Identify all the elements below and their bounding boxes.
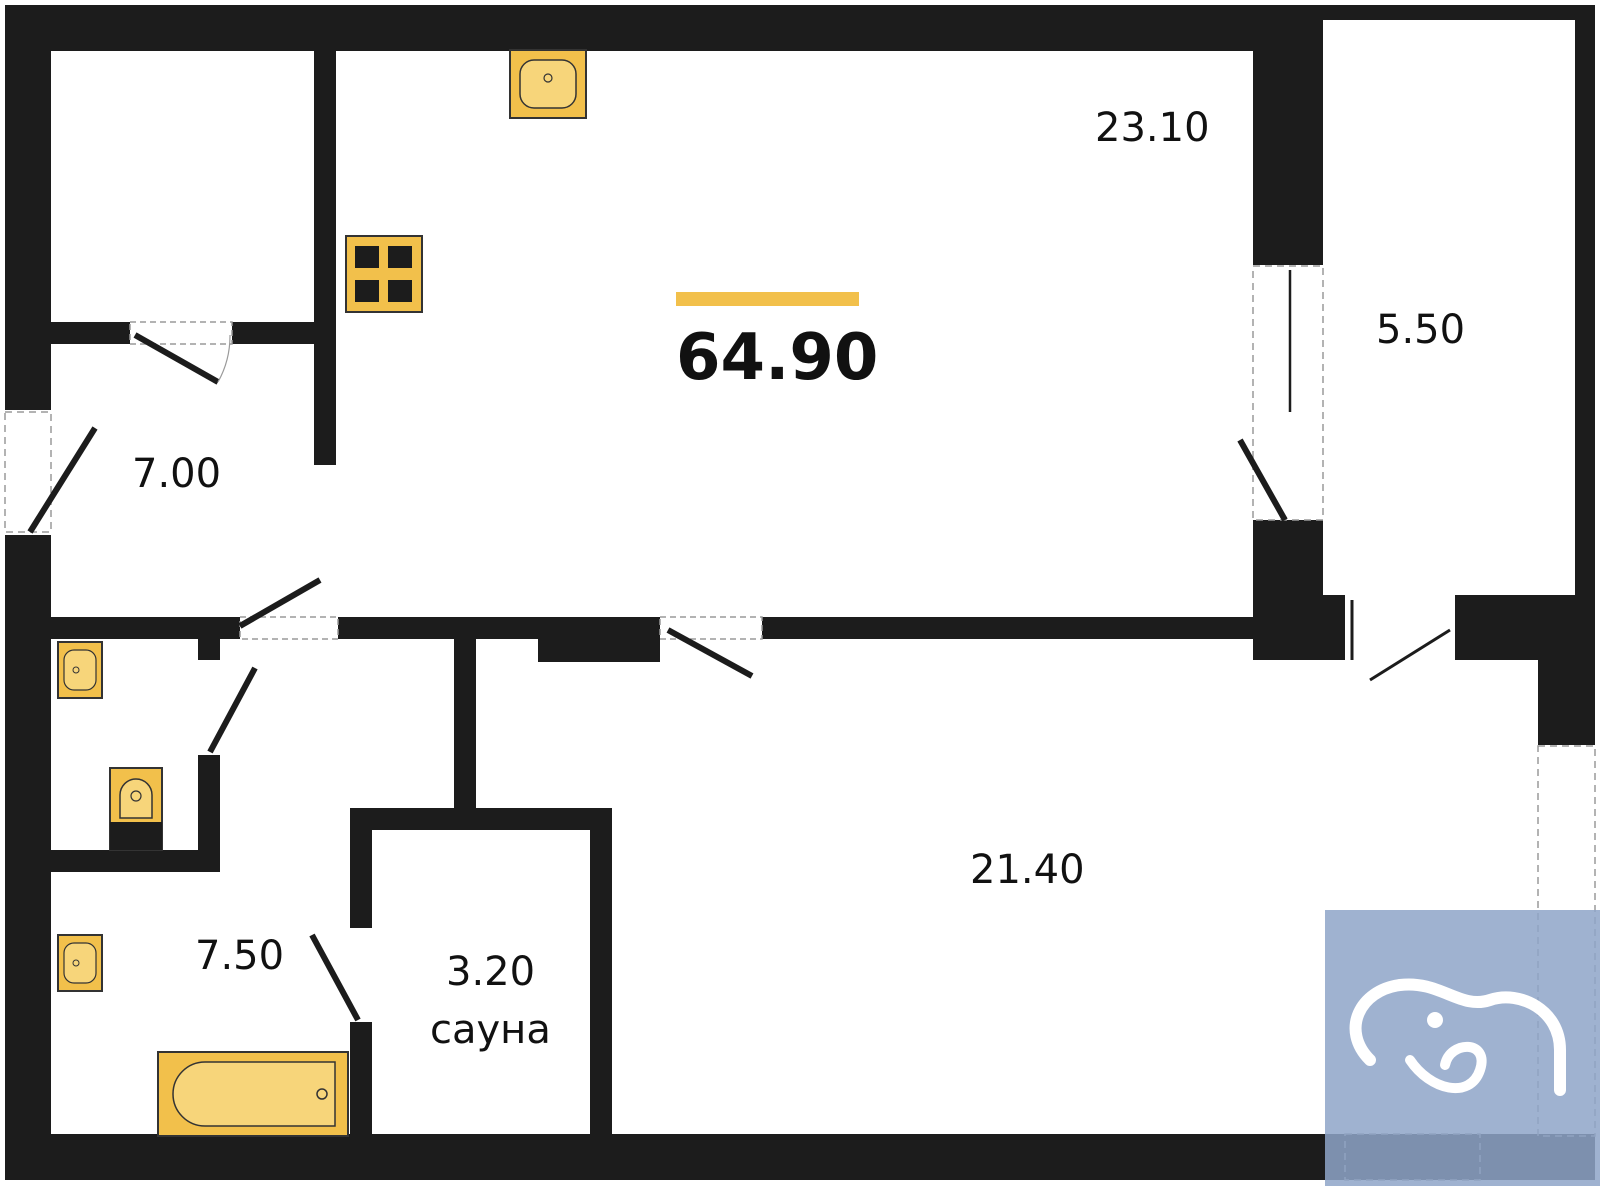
wall-small-room-vertical	[314, 45, 336, 465]
bathroom-washbasin-icon	[57, 934, 103, 992]
doors	[27, 270, 1451, 1022]
door-swing-small-room	[217, 334, 231, 383]
kitchen-sink-icon	[509, 49, 587, 119]
wall-wc-bottom	[45, 850, 220, 872]
door-leaf-storage-c	[1369, 628, 1451, 682]
door-leaf-living	[238, 577, 322, 629]
room-area-bedroom: 21.40	[970, 847, 1085, 893]
room-name-sauna: сауна	[430, 1007, 551, 1053]
door-leaf-bedroom	[666, 627, 754, 679]
wall-top	[5, 5, 1295, 51]
total-area-accent-bar	[676, 292, 859, 306]
elephant-logo-icon	[1325, 910, 1600, 1186]
wall-top-right	[1290, 5, 1595, 20]
wall-sauna-right	[590, 808, 612, 1138]
toilet-icon	[109, 767, 163, 851]
bathtub-icon	[157, 1051, 349, 1137]
wall-sauna-top	[350, 808, 612, 830]
door-leaf-small-room	[133, 332, 220, 385]
wall-bath-vertical	[454, 630, 476, 810]
wall-wc-right-top	[198, 630, 220, 660]
room-area-bathroom: 7.50	[195, 933, 285, 979]
window-storage	[1252, 265, 1324, 521]
room-area-sauna: 3.20	[446, 949, 536, 995]
room-area-hall: 7.00	[132, 451, 222, 497]
wall-small-room-bottom-a	[45, 322, 130, 344]
wall-sauna-left-bottom	[350, 1022, 372, 1142]
wall-left-upper	[5, 5, 51, 410]
door-leaf-storage-b	[1237, 438, 1288, 522]
stove-icon	[345, 235, 423, 313]
wall-small-room-bottom-b	[232, 322, 332, 344]
door-frame-small-room	[129, 321, 233, 345]
wall-left-lower	[5, 535, 51, 1180]
total-area: 64.90	[676, 321, 879, 395]
wall-sauna-left-top	[350, 808, 372, 928]
door-leaf-entrance	[27, 426, 98, 534]
wall-column-upper	[1253, 5, 1323, 265]
door-leaf-sauna	[309, 933, 361, 1022]
door-frame-bedroom	[659, 616, 763, 640]
wall-storage-bottom	[1253, 595, 1345, 660]
wall-wc-right-bottom	[198, 755, 220, 870]
wall-mid-b	[762, 617, 1262, 639]
wall-mid-block	[538, 617, 660, 662]
wall-right-pier	[1538, 595, 1595, 745]
fixtures	[57, 49, 587, 1137]
wall-right-top	[1575, 5, 1595, 735]
wall-mid-left	[45, 617, 240, 639]
washbasin-icon	[57, 641, 103, 699]
door-leaf-wc	[207, 666, 258, 754]
room-area-storage: 5.50	[1376, 307, 1466, 353]
room-area-kitchen-living: 23.10	[1095, 105, 1210, 151]
